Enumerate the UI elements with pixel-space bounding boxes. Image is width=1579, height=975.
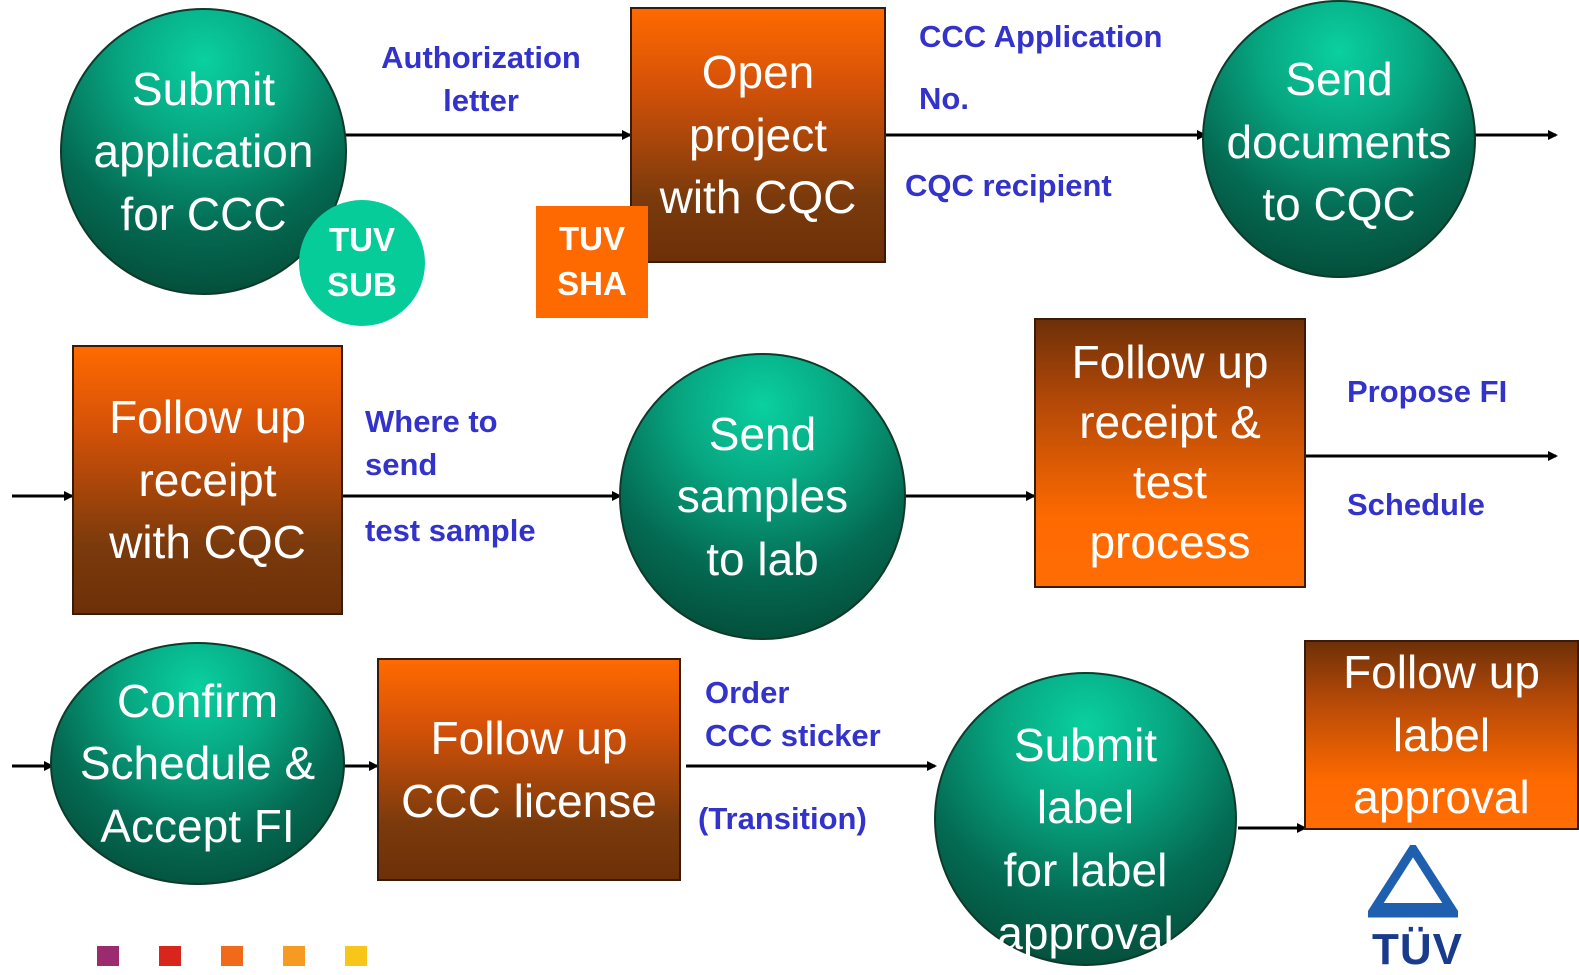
where-to-send-label: Where to send [365, 404, 498, 483]
logo-bar-1 [97, 946, 119, 966]
tuv-sub-tag: TUV SUB [299, 200, 425, 326]
logo-bar-2 [159, 946, 181, 966]
follow-up-receipt-cqc-node: Follow up receipt with CQC [72, 345, 343, 615]
open-project-node: Open project with CQC [630, 7, 886, 263]
submit-label-node: Submit label for label approval [934, 672, 1237, 966]
logo-bar-3 [221, 946, 243, 966]
tuv-triangle-icon [1368, 845, 1458, 918]
logo-bar-4 [283, 946, 305, 966]
tuv-sha-tag: TUV SHA [536, 206, 648, 318]
submit-application-node: Submit application for CCC [60, 8, 347, 295]
authorization-letter-label: Authorization letter [381, 40, 581, 119]
tuv-logo-text: TÜV [1372, 925, 1463, 974]
cqc-recipient-label: CQC recipient [905, 168, 1112, 203]
order-ccc-sticker-label: Order CCC sticker [705, 675, 881, 754]
follow-up-receipt-test-node: Follow up receipt & test process [1034, 318, 1306, 588]
test-sample-label: test sample [365, 513, 536, 548]
logo-bar-5 [345, 946, 367, 966]
transition-label: (Transition) [698, 801, 867, 836]
send-documents-node: Send documents to CQC [1202, 0, 1476, 278]
send-samples-node: Send samples to lab [619, 353, 906, 640]
follow-up-label-node: Follow up label approval [1304, 640, 1579, 830]
propose-fi-label: Propose FI [1347, 374, 1508, 409]
ccc-application-no-label: CCC Application No. [919, 19, 1163, 116]
follow-up-license-node: Follow up CCC license [377, 658, 681, 881]
confirm-schedule-node: Confirm Schedule & Accept FI [50, 642, 345, 885]
schedule-label: Schedule [1347, 487, 1485, 522]
